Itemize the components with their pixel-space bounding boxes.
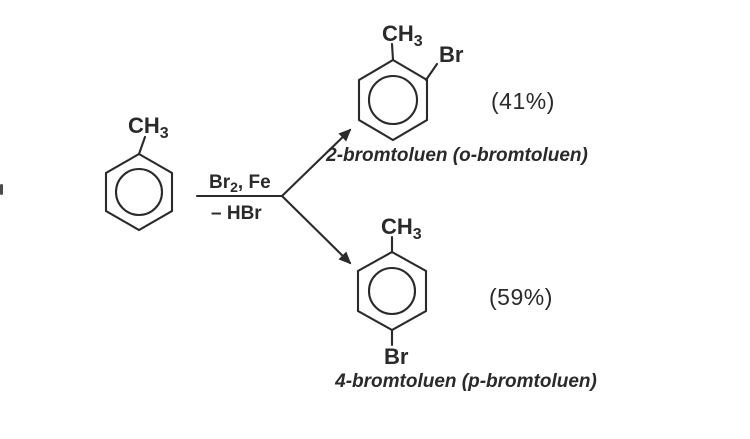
ortho-ch3-label: CH3 bbox=[382, 21, 423, 50]
reagents-fe: , Fe bbox=[238, 172, 271, 193]
scan-edge-artifact bbox=[0, 184, 3, 195]
ortho-bromo-bond bbox=[424, 62, 439, 82]
para-aromatic-circle bbox=[367, 266, 417, 316]
para-yield-label: (59%) bbox=[489, 284, 553, 310]
reagents-br: Br bbox=[209, 172, 231, 193]
toluene-aromatic-circle bbox=[114, 167, 164, 217]
toluene-ch3-label: CH3 bbox=[128, 113, 169, 142]
ortho-product-structure: CH3 Br (41%) 2-bromtoluen (o-bromtoluen) bbox=[325, 21, 588, 166]
para-caption: 4-bromtoluen (p-bromtoluen) bbox=[334, 371, 597, 392]
ortho-caption: 2-bromtoluen (o-bromtoluen) bbox=[325, 145, 588, 166]
ortho-ch3-subscript: 3 bbox=[414, 33, 423, 50]
toluene-benzene-ring bbox=[104, 152, 174, 232]
ortho-aromatic-circle bbox=[367, 74, 419, 126]
para-product-structure: CH3 Br (59%) 4-bromtoluen (p-bromtoluen) bbox=[334, 214, 597, 392]
ortho-methyl-bond bbox=[390, 42, 395, 62]
branch-arrow-ortho bbox=[280, 128, 352, 198]
toluene-ch3-main: CH bbox=[128, 113, 160, 138]
para-ch3-subscript: 3 bbox=[413, 226, 422, 243]
para-ch3-label: CH3 bbox=[381, 214, 422, 243]
reagents-label: Br2, Fe bbox=[209, 172, 271, 195]
ortho-ch3-main: CH bbox=[382, 21, 414, 46]
toluene-methyl-bond bbox=[137, 135, 147, 156]
ortho-yield-label: (41%) bbox=[491, 88, 555, 114]
ortho-br-label: Br bbox=[439, 42, 464, 67]
toluene-ch3-subscript: 3 bbox=[160, 125, 169, 142]
reagents-br-subscript: 2 bbox=[230, 179, 238, 195]
toluene-structure: CH3 bbox=[104, 113, 174, 232]
branch-arrow-para bbox=[280, 194, 352, 265]
para-br-label: Br bbox=[384, 344, 409, 369]
reaction-conditions: Br2, Fe – HBr bbox=[195, 128, 352, 265]
para-ch3-main: CH bbox=[381, 214, 413, 239]
byproduct-label: – HBr bbox=[211, 203, 262, 224]
